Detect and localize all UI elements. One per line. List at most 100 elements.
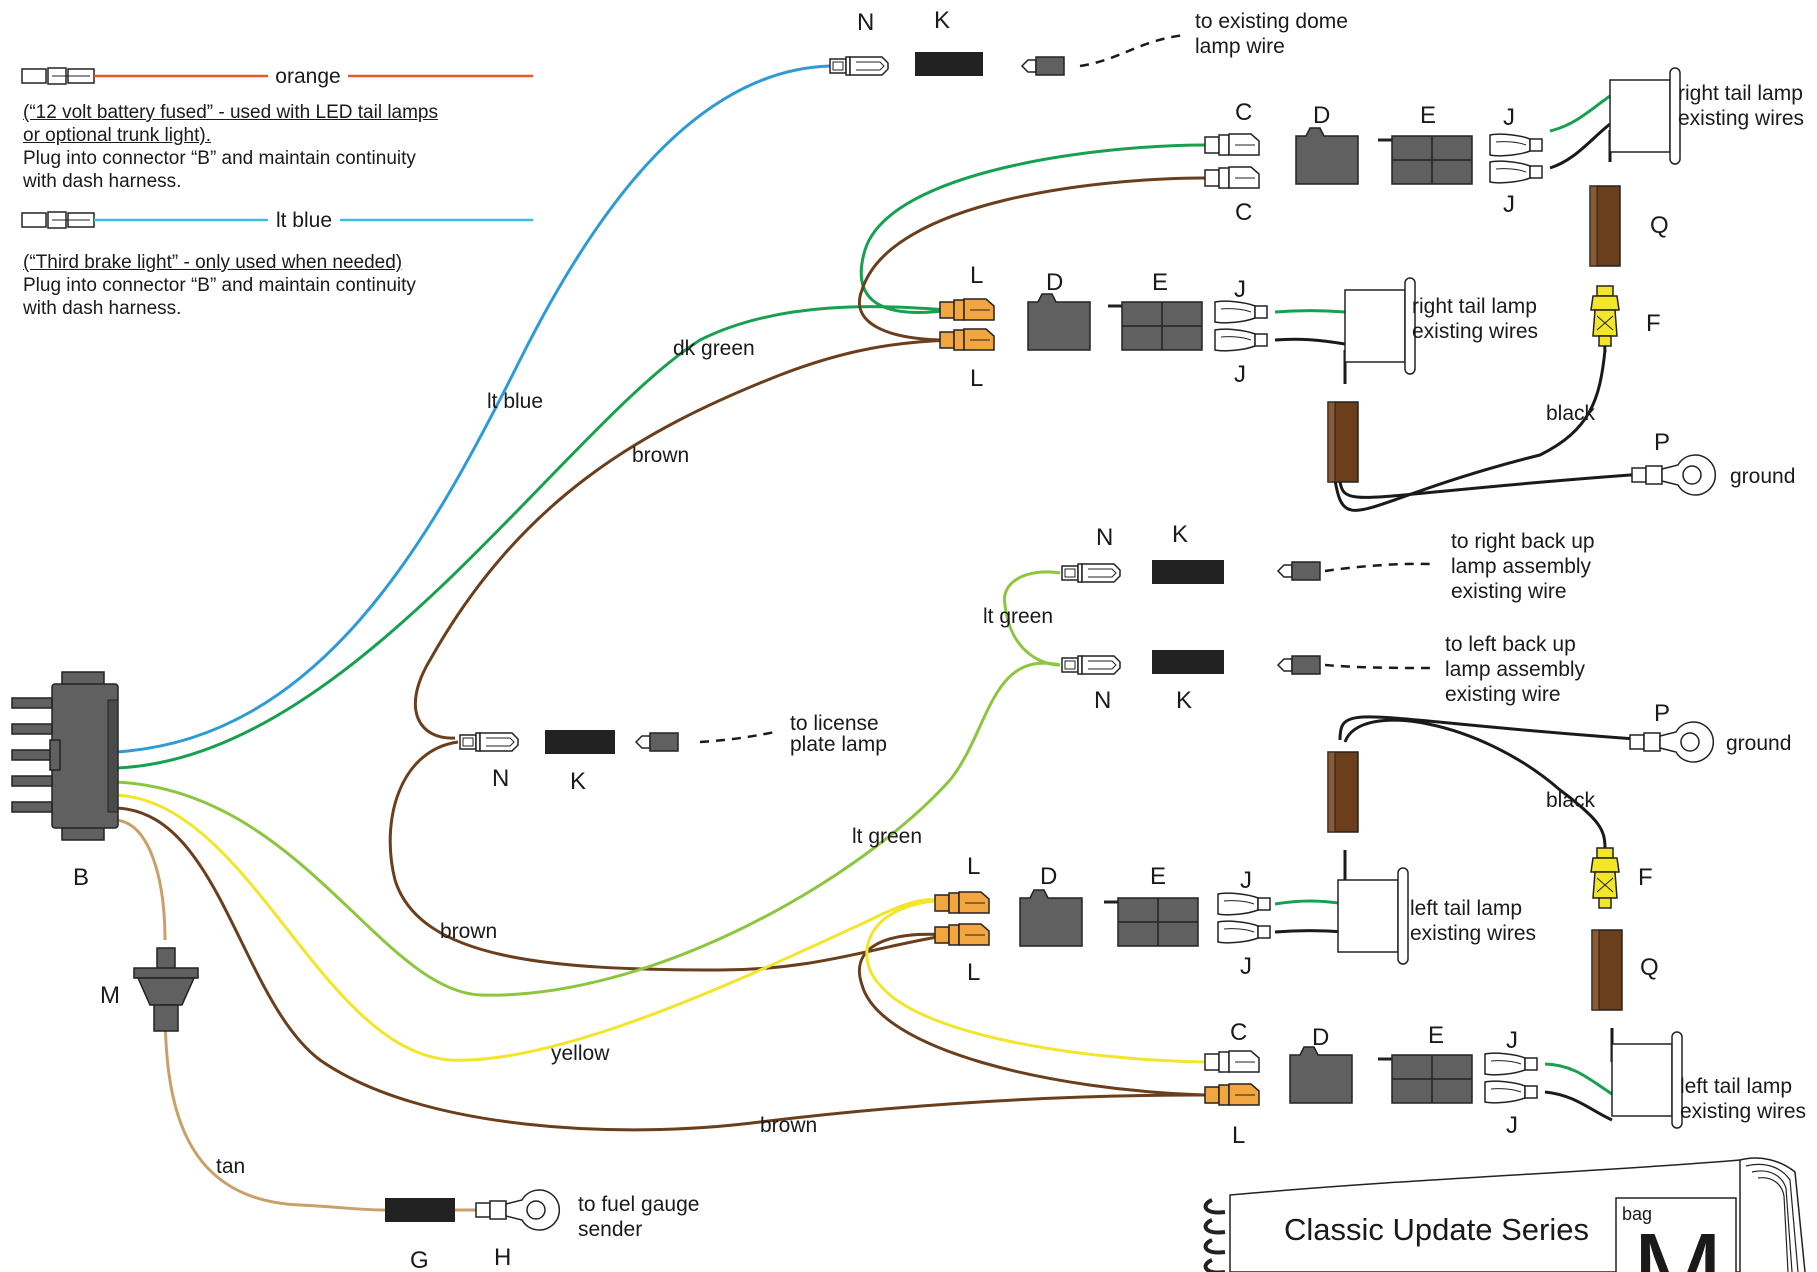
block-k-dome xyxy=(915,52,983,76)
dest-ground-lower: ground xyxy=(1726,732,1791,755)
letter-d-bottom: D xyxy=(1312,1024,1329,1051)
letter-j-bottom-2: J xyxy=(1506,1112,1518,1139)
terminal-l-lower-2 xyxy=(934,923,990,946)
block-q-lower-left xyxy=(1327,751,1359,833)
dest-left-tail-lower-1: left tail lamp xyxy=(1410,897,1522,920)
letter-q-upper: Q xyxy=(1650,212,1669,239)
terminal-j-bottom-2 xyxy=(1484,1080,1538,1104)
orange-note-line-1: (“12 volt battery fused” - used with LED… xyxy=(23,102,439,123)
dest-license-2: plate lamp xyxy=(790,733,887,756)
letter-k-left-backup: K xyxy=(1176,687,1192,714)
letter-n-dome: N xyxy=(857,9,874,36)
terminal-j-lower-2 xyxy=(1217,920,1271,944)
legend-lt-blue-note: (“Third brake light” - only used when ne… xyxy=(23,251,416,320)
ltblue-note-line-2: Plug into connector “B” and maintain con… xyxy=(23,275,416,296)
wire-label-black-upper: black xyxy=(1546,402,1596,425)
letter-c-bottom: C xyxy=(1230,1019,1247,1046)
letter-j-second-2: J xyxy=(1234,361,1246,388)
connector-letters: B M G H N K C C D E J J Q F L L D E J J … xyxy=(73,7,1670,1272)
letter-c-upper-1: C xyxy=(1235,99,1252,126)
bag-series-title: Classic Update Series xyxy=(1284,1212,1589,1247)
component-m xyxy=(133,947,199,1032)
letter-d-second: D xyxy=(1046,269,1063,296)
terminal-f-lower xyxy=(1590,847,1620,909)
letter-l-upper-1: L xyxy=(970,262,983,289)
ring-terminal-p-lower xyxy=(1629,721,1715,763)
bullet-right-backup xyxy=(1277,561,1321,581)
terminal-l-lower-1 xyxy=(934,891,990,914)
dest-right-backup-3: existing wire xyxy=(1451,580,1567,603)
wire-label-lt-blue: lt blue xyxy=(487,390,543,413)
dest-left-backup-2: lamp assembly xyxy=(1445,658,1586,681)
bag-m: Classic Update Series bag M xyxy=(1203,1157,1806,1272)
letter-q-lower: Q xyxy=(1640,954,1659,981)
letter-g: G xyxy=(410,1247,429,1272)
wire-label-tan: tan xyxy=(216,1155,245,1178)
letter-l-bottom: L xyxy=(1232,1122,1245,1149)
block-d-upper xyxy=(1295,127,1359,185)
letter-e-second: E xyxy=(1152,269,1168,296)
ltblue-note-line-1: (“Third brake light” - only used when ne… xyxy=(23,252,403,273)
wire-label-brown-upper: brown xyxy=(632,444,689,467)
dest-right-tail-second-1: right tail lamp xyxy=(1412,295,1537,318)
bag-word: bag xyxy=(1622,1204,1652,1224)
letter-f-lower: F xyxy=(1638,864,1653,891)
dest-dome-2: lamp wire xyxy=(1195,35,1285,58)
terminal-j-second-1 xyxy=(1214,300,1268,324)
dest-right-tail-upper-2: existing wires xyxy=(1678,107,1804,130)
dest-left-backup-3: existing wire xyxy=(1445,683,1561,706)
terminal-c-upper-2 xyxy=(1204,166,1260,189)
bag-letter: M xyxy=(1632,1211,1724,1272)
legend-orange-label: orange xyxy=(275,65,340,88)
orange-note-line-3: Plug into connector “B” and maintain con… xyxy=(23,148,416,169)
terminal-n-left-backup xyxy=(1061,655,1121,675)
block-d-bottom xyxy=(1289,1046,1353,1104)
component-g xyxy=(385,1198,455,1222)
terminal-f-upper xyxy=(1590,285,1620,347)
terminal-n-license xyxy=(459,732,519,752)
tail-lamp-left-lower xyxy=(1337,867,1409,965)
letter-p-lower: P xyxy=(1654,700,1670,727)
dest-license-1: to license xyxy=(790,712,879,735)
dest-right-backup-1: to right back up xyxy=(1451,530,1595,553)
letter-j-second-1: J xyxy=(1234,276,1246,303)
wires xyxy=(114,33,1651,1212)
dest-left-backup-1: to left back up xyxy=(1445,633,1576,656)
terminal-l-upper-2 xyxy=(939,328,995,351)
legend-lt-blue-label: lt blue xyxy=(276,209,332,232)
block-k-right-backup xyxy=(1152,560,1224,584)
letter-c-upper-2: C xyxy=(1235,199,1252,226)
wire-label-brown-middle: brown xyxy=(440,920,497,943)
letter-l-lower-1: L xyxy=(967,853,980,880)
letter-d-lower: D xyxy=(1040,863,1057,890)
block-d-second xyxy=(1027,293,1091,351)
legend-orange: orange xyxy=(21,65,533,88)
terminal-j-second-2 xyxy=(1214,328,1268,352)
bullet-license xyxy=(635,732,679,752)
terminal-c-upper-1 xyxy=(1204,133,1260,156)
letter-n-left-backup: N xyxy=(1094,687,1111,714)
terminal-j-bottom-1 xyxy=(1484,1052,1538,1076)
block-q-lower-right xyxy=(1591,929,1623,1011)
wire-label-brown-lower: brown xyxy=(760,1114,817,1137)
letter-j-lower-2: J xyxy=(1240,953,1252,980)
dest-left-tail-bottom-2: existing wires xyxy=(1680,1100,1806,1123)
legend-orange-note: (“12 volt battery fused” - used with LED… xyxy=(23,101,438,193)
letter-l-upper-2: L xyxy=(970,365,983,392)
dest-right-tail-upper-1: right tail lamp xyxy=(1678,82,1803,105)
dest-fuel-1: to fuel gauge xyxy=(578,1193,699,1216)
dest-fuel-2: sender xyxy=(578,1218,642,1241)
block-k-license xyxy=(545,730,615,754)
block-d-lower xyxy=(1019,889,1083,947)
legend-lt-blue: lt blue xyxy=(21,209,533,232)
terminal-c-bottom xyxy=(1204,1050,1260,1073)
dest-right-backup-2: lamp assembly xyxy=(1451,555,1592,578)
letter-e-upper: E xyxy=(1420,102,1436,129)
block-e-second xyxy=(1106,300,1204,352)
tail-lamp-right-upper xyxy=(1609,67,1681,165)
letter-p-upper: P xyxy=(1654,429,1670,456)
ltblue-note-line-3: with dash harness. xyxy=(23,298,182,319)
block-e-lower xyxy=(1102,896,1200,948)
wire-label-yellow: yellow xyxy=(551,1042,610,1065)
wire-label-black-lower: black xyxy=(1546,789,1596,812)
